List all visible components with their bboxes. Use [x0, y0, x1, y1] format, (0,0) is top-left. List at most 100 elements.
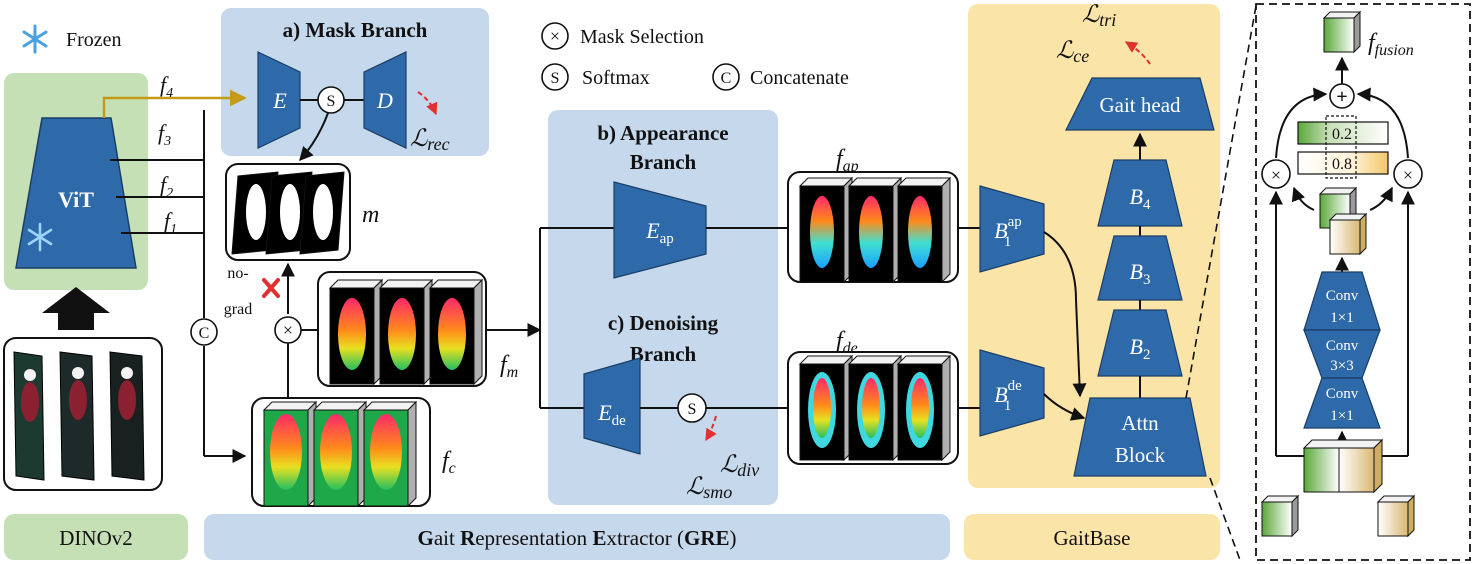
fm-tiles — [329, 279, 483, 385]
no-grad-line1: no- — [227, 265, 248, 282]
weight-selection — [1325, 115, 1357, 179]
weight-0: 0.2 — [1332, 126, 1352, 143]
smo-loss: ℒsmo — [686, 474, 732, 502]
block-b1-de — [979, 349, 1045, 437]
block-b3 — [1097, 235, 1183, 301]
appearance-encoder — [613, 181, 707, 279]
weight-bar-green — [1297, 121, 1389, 145]
left-mul-to-add-arrow — [1275, 87, 1328, 159]
branch-split-lines — [539, 227, 614, 409]
ffusion-label: ffusion — [1368, 30, 1414, 59]
no-grad-line2: grad — [224, 301, 252, 318]
gait-head — [1065, 77, 1215, 131]
denoising-loss-arrow — [705, 415, 717, 442]
vit-label: ViT — [58, 187, 94, 212]
mask-label: m — [362, 202, 379, 228]
block-b4 — [1097, 159, 1183, 227]
block-b1-ap — [979, 185, 1045, 273]
gaitbase-tag-label: GaitBase — [1054, 526, 1131, 550]
concat-node-symbol: C — [199, 325, 210, 342]
attn-detail-frame — [1255, 3, 1471, 561]
cube-to-left-mul — [1291, 186, 1315, 211]
conv-1-label-2: 1×1 — [1330, 310, 1353, 326]
zoom-line-bottom — [1209, 477, 1241, 561]
vit-snowflake-icon — [27, 222, 53, 252]
vit-feature-lines — [110, 110, 247, 463]
fc-tiles — [263, 401, 417, 507]
mask-decoder-label: D — [376, 88, 393, 113]
mask-selection-label: Mask Selection — [580, 26, 704, 48]
concat-cube — [1302, 438, 1384, 494]
appearance-title-1: b) Appearance — [597, 121, 728, 145]
b4-label: B4 — [1130, 184, 1151, 213]
attn-label-1: Attn — [1121, 411, 1159, 435]
gaitbase-tag — [964, 514, 1220, 560]
softmax-symbol: S — [551, 70, 560, 87]
appearance-title-2: Branch — [630, 150, 697, 174]
conv-1-label-1: Conv — [1326, 288, 1359, 304]
snowflake-icon — [22, 24, 48, 54]
conv-2-label-2: 3×3 — [1330, 358, 1353, 374]
gait-head-label: Gait head — [1099, 93, 1181, 117]
block-b2 — [1097, 309, 1183, 377]
mask-branch-title: a) Mask Branch — [283, 18, 428, 42]
gre-tag-label: Gait Representation Extractor (GRE) — [417, 526, 736, 550]
left-mul-node — [1261, 159, 1291, 189]
weight-bar-yellow — [1297, 151, 1389, 175]
weight-1: 0.8 — [1332, 156, 1352, 173]
frozen-label: Frozen — [66, 29, 122, 51]
concatenate-icon — [712, 63, 740, 91]
concatenate-symbol: C — [721, 70, 732, 87]
mask-encoder-label: E — [272, 88, 287, 113]
conv-3 — [1303, 377, 1381, 429]
conv-3-label-2: 1×1 — [1330, 408, 1353, 424]
fde-tiles — [799, 355, 951, 461]
softmax-to-mask-arrow — [299, 112, 329, 162]
mask-select-symbol: × — [283, 320, 293, 340]
rec-loss-arrow — [417, 91, 438, 116]
f4-label: f4 — [160, 72, 173, 101]
fap-label: fap — [836, 146, 859, 175]
attn-block — [1073, 397, 1207, 477]
head-loss-arrow — [1124, 41, 1151, 65]
right-mul-symbol: × — [1403, 165, 1413, 185]
conv-3-label-1: Conv — [1326, 386, 1359, 402]
denoising-title-1: c) Denoising — [608, 311, 719, 335]
denoising-title-2: Branch — [630, 342, 697, 366]
b1ap-to-attn-arrow — [1043, 231, 1087, 398]
left-mul-symbol: × — [1271, 165, 1281, 185]
concat-node — [190, 318, 218, 346]
mask-selection-symbol: × — [550, 26, 560, 46]
add-node — [1329, 83, 1355, 109]
conv-2-label-1: Conv — [1326, 338, 1359, 354]
fc-label: fc — [442, 448, 456, 477]
softmax-icon — [541, 63, 569, 91]
denoising-encoder-label: Ede — [597, 400, 626, 429]
mask-frames — [231, 171, 345, 255]
attn-label-2: Block — [1115, 443, 1166, 467]
div-loss: ℒdiv — [720, 452, 759, 480]
add-node-symbol: + — [1336, 86, 1347, 108]
no-grad-cross-icon — [262, 278, 280, 298]
right-mul-to-add-arrow — [1356, 87, 1409, 159]
mask-selection-icon — [541, 22, 569, 50]
b1de-to-attn-arrow — [1043, 393, 1086, 421]
f4-arrow — [102, 89, 247, 118]
vit-feature-labels: f1 f2 f3 f4 — [158, 72, 177, 237]
right-mul-node — [1393, 159, 1423, 189]
denoising-encoder — [583, 357, 641, 455]
appearance-encoder-label: Eap — [645, 218, 674, 247]
fap-tiles — [799, 177, 951, 283]
f3-label: f3 — [158, 120, 171, 149]
concatenate-label: Concatenate — [750, 67, 849, 89]
mask-encoder — [257, 51, 301, 149]
b3-label: B3 — [1130, 259, 1151, 288]
b2-label: B2 — [1130, 334, 1151, 363]
f1-label: f1 — [164, 208, 177, 237]
rec-loss: ℒrec — [410, 126, 450, 154]
frozen-legend: Frozen — [22, 24, 122, 54]
mask-selection-legend: × Mask Selection — [541, 22, 704, 50]
input-up-arrow — [42, 287, 110, 330]
